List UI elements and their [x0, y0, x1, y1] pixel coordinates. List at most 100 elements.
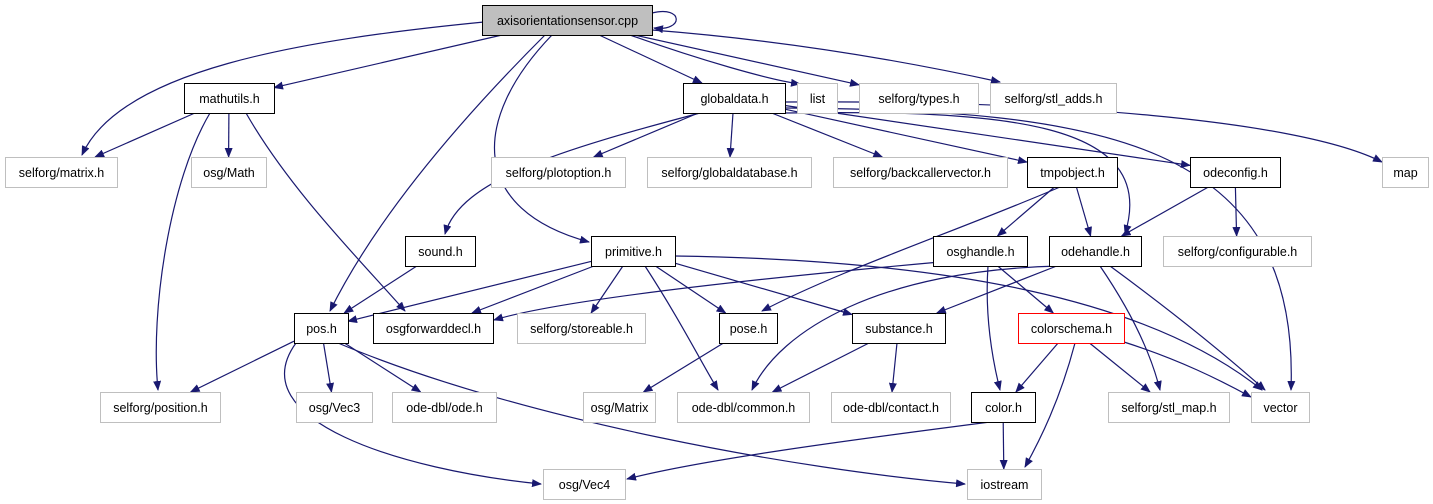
- node-box: [392, 392, 497, 423]
- node-iostream: iostream: [967, 469, 1042, 500]
- edge-pose-h-to-osg-Matrix: [642, 342, 724, 393]
- edge-pos-h-to-osg-Vec4: [283, 342, 542, 488]
- node-label: list: [810, 92, 826, 106]
- node-label: selforg/plotoption.h: [506, 166, 612, 180]
- edge-substance-h-to-ode-dbl-common-h: [771, 342, 870, 393]
- edge-globaldata-h-to-selforg-plotoption-h: [592, 112, 699, 158]
- edge-globaldata-h-to-selforg-backcallervector-h: [771, 112, 884, 158]
- node-box: [971, 392, 1036, 423]
- node-ode-dbl-common-h: ode-dbl/common.h: [677, 392, 810, 423]
- node-label: selforg/types.h: [878, 92, 959, 106]
- edge-osghandle-h-to-color-h: [986, 265, 1002, 391]
- node-label: iostream: [981, 478, 1029, 492]
- edge-colorschema-h-to-selforg-stl-map-h: [1089, 342, 1151, 393]
- node-label: osghandle.h: [946, 245, 1014, 259]
- node-label: osg/Vec3: [309, 401, 360, 415]
- node-selforg-backcallervector-h: selforg/backcallervector.h: [833, 157, 1008, 188]
- edge-globaldata-h-to-selforg-globaldatabase-h: [726, 112, 735, 158]
- node-pos-h[interactable]: pos.h: [294, 313, 349, 344]
- edge-sound-h-to-pos-h: [343, 265, 418, 314]
- node-box: [831, 392, 951, 423]
- node-osgforwarddecl-h[interactable]: osgforwarddecl.h: [373, 313, 494, 344]
- node-box: [833, 157, 1008, 188]
- node-selforg-configurable-h: selforg/configurable.h: [1163, 236, 1312, 267]
- edge-primitive-h-to-vector: [674, 255, 1263, 391]
- node-label: ode-dbl/common.h: [692, 401, 796, 415]
- node-ode-dbl-ode-h: ode-dbl/ode.h: [392, 392, 497, 423]
- edge-pos-h-to-osg-Vec3: [322, 342, 334, 393]
- edge-odehandle-h-to-ode-dbl-common-h: [751, 265, 1061, 391]
- node-box: [967, 469, 1042, 500]
- node-label: selforg/backcallervector.h: [850, 166, 991, 180]
- node-box: [1018, 313, 1125, 344]
- node-label: pose.h: [730, 322, 768, 336]
- node-label: primitive.h: [605, 245, 662, 259]
- edge-tmpobject-h-to-pose-h: [761, 186, 1061, 312]
- node-osg-Vec4: osg/Vec4: [543, 469, 626, 500]
- node-selforg-matrix-h: selforg/matrix.h: [5, 157, 118, 188]
- node-box: [1027, 157, 1118, 188]
- node-box: [1049, 236, 1142, 267]
- node-label: selforg/stl_map.h: [1121, 401, 1216, 415]
- node-color-h[interactable]: color.h: [971, 392, 1036, 423]
- node-label: odehandle.h: [1061, 245, 1130, 259]
- node-sound-h[interactable]: sound.h: [405, 236, 476, 267]
- node-vector: vector: [1251, 392, 1310, 423]
- node-box: [583, 392, 656, 423]
- node-selforg-plotoption-h: selforg/plotoption.h: [491, 157, 626, 188]
- node-selforg-types-h: selforg/types.h: [859, 83, 979, 114]
- node-tmpobject-h[interactable]: tmpobject.h: [1027, 157, 1118, 188]
- node-mathutils-h[interactable]: mathutils.h: [184, 83, 275, 114]
- node-box: [491, 157, 626, 188]
- node-box: [647, 157, 812, 188]
- edge-globaldata-h-to-tmpobject-h: [784, 108, 1028, 165]
- node-axisorientationsensor-cpp[interactable]: axisorientationsensor.cpp: [482, 5, 653, 36]
- node-label: odeconfig.h: [1203, 166, 1268, 180]
- node-box: [191, 157, 267, 188]
- node-label: osgforwarddecl.h: [386, 322, 481, 336]
- edge-pos-h-to-iostream: [337, 342, 966, 488]
- node-label: selforg/globaldatabase.h: [661, 166, 797, 180]
- node-layer: axisorientationsensor.cpp mathutils.h glob…: [5, 5, 1429, 500]
- edge-axisorientationsensor-cpp-to-selforg-matrix-h: [81, 21, 485, 156]
- node-box: [683, 83, 786, 114]
- node-odeconfig-h[interactable]: odeconfig.h: [1190, 157, 1281, 188]
- node-label: pos.h: [306, 322, 337, 336]
- edge-tmpobject-h-to-osghandle-h: [996, 186, 1055, 237]
- edge-osghandle-h-to-colorschema-h: [997, 265, 1055, 314]
- edge-axisorientationsensor-cpp-to-primitive-h: [494, 34, 590, 244]
- node-label: selforg/configurable.h: [1178, 245, 1298, 259]
- edge-primitive-h-to-osgforwarddecl-h: [471, 265, 595, 314]
- edge-axisorientationsensor-cpp-to-globaldata-h: [598, 34, 703, 84]
- edge-odehandle-h-to-selforg-stl-map-h: [1099, 265, 1162, 391]
- node-osg-Matrix: osg/Matrix: [583, 392, 656, 423]
- edge-odehandle-h-to-vector: [1109, 265, 1266, 391]
- edge-tmpobject-h-to-odehandle-h: [1075, 186, 1092, 237]
- edge-axisorientationsensor-cpp-to-list: [629, 34, 801, 87]
- edge-colorschema-h-to-iostream: [1024, 342, 1076, 468]
- edge-primitive-h-to-substance-h: [674, 262, 853, 316]
- node-globaldata-h[interactable]: globaldata.h: [683, 83, 786, 114]
- edge-substance-h-to-ode-dbl-contact-h: [888, 342, 898, 393]
- edge-axisorientationsensor-cpp-to-selforg-stl-adds-h: [651, 29, 1001, 84]
- node-colorschema-h[interactable]: colorschema.h: [1018, 313, 1125, 344]
- node-pose-h[interactable]: pose.h: [719, 313, 778, 344]
- node-box: [405, 236, 476, 267]
- node-label: selforg/matrix.h: [19, 166, 104, 180]
- node-box: [517, 313, 646, 344]
- node-osghandle-h[interactable]: osghandle.h: [933, 236, 1028, 267]
- node-label: substance.h: [865, 322, 932, 336]
- node-substance-h[interactable]: substance.h: [852, 313, 946, 344]
- node-box: [852, 313, 946, 344]
- edge-odeconfig-h-to-odehandle-h: [1120, 186, 1209, 237]
- node-label: sound.h: [418, 245, 463, 259]
- edge-mathutils-h-to-selforg-matrix-h: [94, 112, 196, 158]
- node-selforg-storeable-h: selforg/storeable.h: [517, 313, 646, 344]
- node-label: osg/Math: [203, 166, 254, 180]
- node-box: [1190, 157, 1281, 188]
- node-primitive-h[interactable]: primitive.h: [591, 236, 676, 267]
- node-box: [543, 469, 626, 500]
- node-odehandle-h[interactable]: odehandle.h: [1049, 236, 1142, 267]
- node-box: [482, 5, 653, 36]
- node-label: vector: [1263, 401, 1297, 415]
